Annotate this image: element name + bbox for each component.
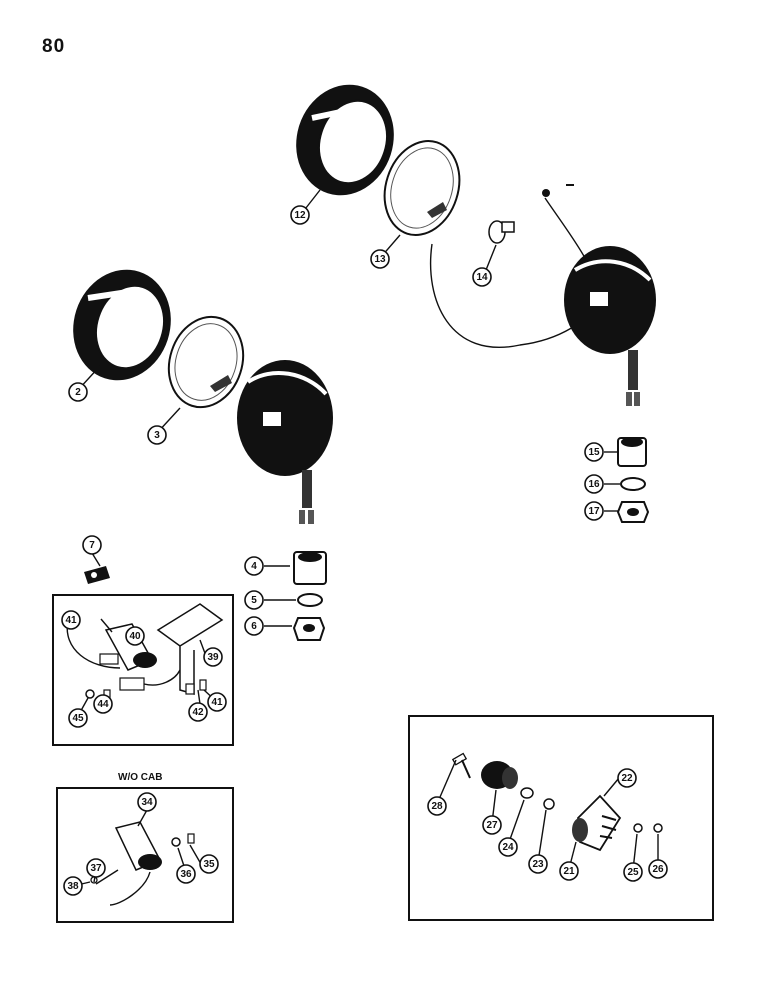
- work-lamp-hardware: [85, 679, 207, 699]
- callout-label-5: 5: [251, 595, 257, 606]
- switch-inset-box: [408, 715, 714, 921]
- clip: [84, 566, 110, 584]
- callout-35: 35: [199, 854, 219, 874]
- lower-lamp-housing: [237, 360, 333, 524]
- upper-lamp-lens: [383, 140, 461, 236]
- callout-label-27: 27: [486, 820, 498, 831]
- upper-lamp-housing: [429, 184, 656, 406]
- bulb: [488, 220, 515, 244]
- callout-41b: 41: [207, 692, 227, 712]
- callout-23: 23: [528, 854, 548, 874]
- callout-label-44: 44: [97, 699, 109, 710]
- callout-28: 28: [427, 796, 447, 816]
- callout-label-2: 2: [75, 387, 81, 398]
- callout-38: 38: [63, 876, 83, 896]
- callout-42: 42: [188, 702, 208, 722]
- callout-label-17: 17: [588, 506, 600, 517]
- callout-7: 7: [82, 535, 102, 555]
- work-lamp-bracket: [156, 603, 224, 695]
- wo-cab-label: W/O CAB: [118, 772, 163, 783]
- callout-14: 14: [472, 267, 492, 287]
- wo-cab-socket: [90, 821, 195, 906]
- callout-41a: 41: [61, 610, 81, 630]
- callout-label-7: 7: [89, 540, 95, 551]
- callout-44: 44: [93, 694, 113, 714]
- callout-label-39: 39: [207, 652, 219, 663]
- callout-label-13: 13: [374, 254, 386, 265]
- callout-label-25: 25: [627, 867, 639, 878]
- callout-27: 27: [482, 815, 502, 835]
- lower-lamp-lens: [167, 315, 245, 409]
- callout-25: 25: [623, 862, 643, 882]
- callout-label-6: 6: [251, 621, 257, 632]
- callout-22: 22: [617, 768, 637, 788]
- callout-label-15: 15: [588, 447, 600, 458]
- callout-label-40: 40: [129, 631, 141, 642]
- callout-2: 2: [68, 382, 88, 402]
- callout-16: 16: [584, 474, 604, 494]
- callout-12: 12: [290, 205, 310, 225]
- callout-label-28: 28: [431, 801, 443, 812]
- callout-36: 36: [176, 864, 196, 884]
- callout-24: 24: [498, 837, 518, 857]
- callout-label-3: 3: [154, 430, 160, 441]
- callout-label-45: 45: [72, 713, 84, 724]
- upper-lamp-rim: [296, 84, 394, 196]
- upper-washer: [620, 477, 646, 491]
- switch-parts: [451, 752, 663, 852]
- callout-45: 45: [68, 708, 88, 728]
- callout-label-38: 38: [67, 881, 79, 892]
- callout-34: 34: [137, 792, 157, 812]
- callout-6: 6: [244, 616, 264, 636]
- callout-label-41b: 41: [211, 697, 223, 708]
- callout-4: 4: [244, 556, 264, 576]
- callout-26: 26: [648, 859, 668, 879]
- callout-21: 21: [559, 861, 579, 881]
- upper-spacer: [617, 437, 647, 467]
- callout-label-36: 36: [180, 869, 192, 880]
- callout-label-35: 35: [203, 859, 215, 870]
- callout-label-22: 22: [621, 773, 633, 784]
- lower-spacer: [293, 551, 327, 585]
- callout-15: 15: [584, 442, 604, 462]
- callout-3: 3: [147, 425, 167, 445]
- callout-label-41a: 41: [65, 615, 77, 626]
- callout-label-23: 23: [532, 859, 544, 870]
- callout-label-34: 34: [141, 797, 153, 808]
- callout-37: 37: [86, 858, 106, 878]
- callout-5: 5: [244, 590, 264, 610]
- wo-cab-inset-box: [56, 787, 234, 923]
- callout-13: 13: [370, 249, 390, 269]
- callout-label-24: 24: [502, 842, 514, 853]
- callout-label-16: 16: [588, 479, 600, 490]
- callout-label-21: 21: [563, 866, 575, 877]
- lower-lamp-rim: [73, 269, 171, 381]
- work-lamp-inset-box: [52, 594, 234, 746]
- callout-40: 40: [125, 626, 145, 646]
- callout-label-26: 26: [652, 864, 664, 875]
- callout-label-37: 37: [90, 863, 102, 874]
- callout-17: 17: [584, 501, 604, 521]
- callout-39: 39: [203, 647, 223, 667]
- callout-label-42: 42: [192, 707, 204, 718]
- page-number: 80: [42, 36, 66, 57]
- upper-nut: [616, 501, 650, 523]
- callout-label-14: 14: [476, 272, 488, 283]
- lower-washer: [297, 593, 323, 607]
- callout-label-12: 12: [294, 210, 306, 221]
- callout-label-4: 4: [251, 561, 257, 572]
- work-lamp-socket: [66, 619, 181, 691]
- lower-nut: [292, 617, 326, 641]
